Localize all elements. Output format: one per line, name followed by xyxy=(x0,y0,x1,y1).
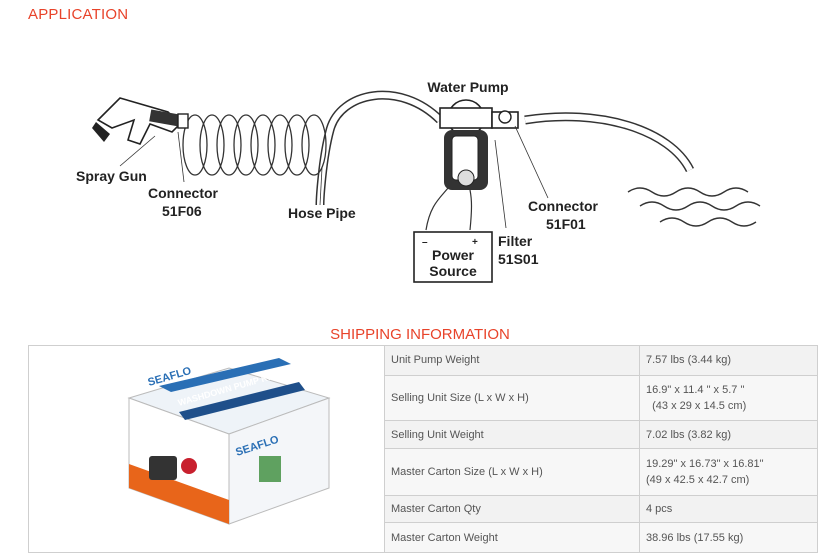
product-box-image: SEAFLO WASHDOWN PUMP KIT SEAFLO xyxy=(127,358,331,525)
water-pump-label: Water Pump xyxy=(427,79,508,95)
row-label-selling-unit-size: Selling Unit Size (L x W x H) xyxy=(384,374,640,422)
table-row: Master Carton Qty 4 pcs xyxy=(29,494,818,524)
hose-pipe-label: Hose Pipe xyxy=(288,205,356,221)
power-plus-label: + xyxy=(472,237,478,248)
row-label-selling-unit-weight: Selling Unit Weight xyxy=(384,420,640,449)
water-waves-icon xyxy=(627,187,761,227)
row-value-master-carton-weight: 38.96 lbs (17.55 kg) xyxy=(639,522,818,553)
spray-gun-label: Spray Gun xyxy=(76,168,147,184)
product-box-image-cell: SEAFLO WASHDOWN PUMP KIT SEAFLO xyxy=(28,345,385,553)
row-value-master-carton-qty: 4 pcs xyxy=(639,494,818,524)
filter-label-1: Filter xyxy=(498,233,533,249)
row-value-selling-unit-size: 16.9" x 11.4 " x 5.7 " (43 x 29 x 14.5 c… xyxy=(639,374,818,422)
table-row: Selling Unit Weight 7.02 lbs (3.82 kg) xyxy=(29,420,818,449)
row-label-unit-pump-weight: Unit Pump Weight xyxy=(384,345,640,376)
spray-gun-icon xyxy=(92,97,189,145)
table-row: Master Carton Size (L x W x H) 19.29" x … xyxy=(29,447,818,496)
power-source-label-2: Source xyxy=(429,263,477,279)
row-value-unit-pump-weight: 7.57 lbs (3.44 kg) xyxy=(639,345,818,376)
value-line: 4 pcs xyxy=(646,503,673,516)
filter-label-2: 51S01 xyxy=(498,251,539,267)
coiled-hose xyxy=(182,114,327,176)
row-value-selling-unit-weight: 7.02 lbs (3.82 kg) xyxy=(639,420,818,449)
value-line: 16.9" x 11.4 " x 5.7 " xyxy=(646,384,745,396)
value-line: 19.29" x 16.73" x 16.81" xyxy=(646,457,764,470)
connector-left-label-1: Connector xyxy=(148,185,219,201)
table-row: SEAFLO WASHDOWN PUMP KIT SEAFLO Unit Pum… xyxy=(28,345,818,553)
value-line: (49 x 42.5 x 42.7 cm) xyxy=(646,473,750,486)
row-label-master-carton-qty: Master Carton Qty xyxy=(384,494,640,524)
table-row: Master Carton Weight 38.96 lbs (17.55 kg… xyxy=(29,522,818,553)
power-source-label-1: Power xyxy=(432,247,475,263)
row-label-master-carton-weight: Master Carton Weight xyxy=(384,522,640,553)
value-line: (43 x 29 x 14.5 cm) xyxy=(646,400,747,412)
connector-right-label-1: Connector xyxy=(528,198,599,214)
application-heading: APPLICATION xyxy=(28,6,129,23)
connector-left-label-2: 51F06 xyxy=(162,203,202,219)
application-diagram: – + Power Source Water Pump Spray Gun Co… xyxy=(76,79,761,283)
shipping-heading: SHIPPING INFORMATION xyxy=(330,326,510,343)
shipping-table: SEAFLO WASHDOWN PUMP KIT SEAFLO Unit Pum… xyxy=(28,345,818,553)
value-line: 7.02 lbs (3.82 kg) xyxy=(646,428,731,441)
row-label-master-carton-size: Master Carton Size (L x W x H) xyxy=(384,447,640,496)
value-line: 38.96 lbs (17.55 kg) xyxy=(646,531,744,544)
table-row: Selling Unit Size (L x W x H) 16.9" x 11… xyxy=(29,374,818,422)
connector-right-label-2: 51F01 xyxy=(546,216,586,232)
power-minus-label: – xyxy=(422,237,428,248)
row-value-master-carton-size: 19.29" x 16.73" x 16.81" (49 x 42.5 x 42… xyxy=(639,447,818,496)
water-pump-icon xyxy=(439,99,519,190)
power-source-box xyxy=(413,231,493,283)
value-line: 7.57 lbs (3.44 kg) xyxy=(646,354,731,367)
